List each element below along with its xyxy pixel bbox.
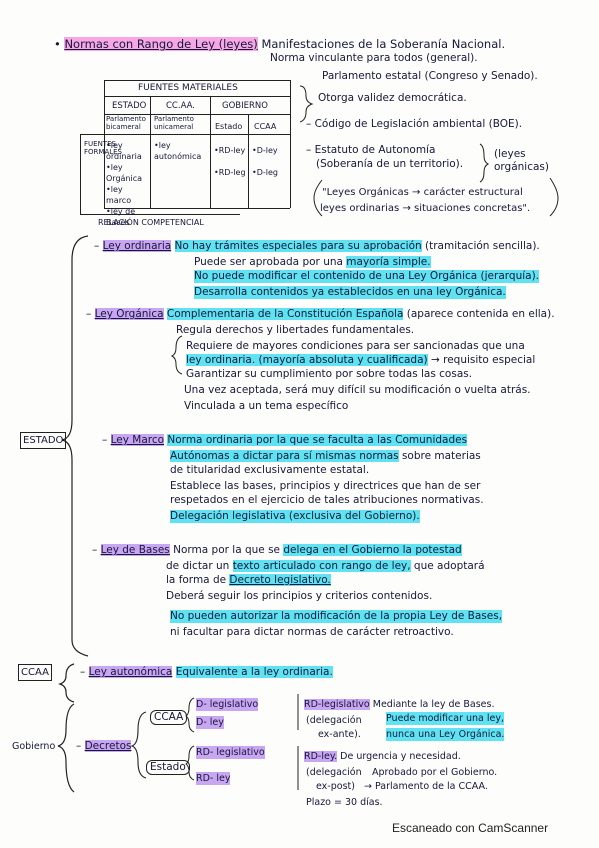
- decretos-heading: – Decretos: [76, 740, 132, 752]
- ley-autonomica: – Ley autonómica Equivalente a la ley or…: [80, 666, 333, 678]
- rdley-plazo: Plazo = 30 días.: [306, 797, 383, 808]
- rdleg-line1: RD-legislativo Mediante la ley de Bases.: [304, 699, 495, 710]
- ley-organica-l5: Garantizar su cumplimiento por sobre tod…: [186, 368, 473, 380]
- note-validez: Otorga validez democrática.: [318, 92, 467, 104]
- col-gobierno: GOBIERNO: [222, 101, 268, 111]
- estado-items: •ley ordinaria •ley Orgánica •ley marco …: [106, 141, 143, 227]
- note-codigo: – Código de Legislación ambiental (BOE).: [306, 118, 523, 130]
- ley-bases-l3: la forma de Decreto legislativo.: [166, 574, 331, 586]
- camscanner-footer: Escaneado con CamScanner: [392, 821, 549, 835]
- side-label: FUENTES FORMALES: [84, 140, 122, 156]
- title-rest: Manifestaciones de la Soberanía Nacional…: [261, 37, 506, 51]
- ley-organica-l7: Vinculada a un tema específico: [184, 400, 349, 412]
- rdleg-modificar: Puede modificar una ley,: [386, 712, 505, 725]
- ley-bases-l2: de dictar un texto articulado con rango …: [166, 560, 485, 572]
- rdleg-delegacion: (delegación: [306, 715, 362, 726]
- note-quote2: leyes ordinarias → situaciones concretas…: [320, 203, 531, 214]
- title-highlight: Normas con Rango de Ley (leyes): [64, 37, 258, 51]
- ley-marco-l4: Establece las bases, principios y direct…: [170, 480, 481, 492]
- ley-marco-l5: respetados en el ejercicio de tales atri…: [170, 494, 484, 506]
- sub-ccaa: Parlamento unicameral: [154, 115, 194, 131]
- bullet: •: [54, 37, 61, 51]
- note-estatuto: – Estatuto de Autonomía: [306, 144, 436, 156]
- estado-label: ESTADO: [20, 432, 67, 449]
- ley-bases-l6: ni facultar para dictar normas de caráct…: [170, 626, 454, 638]
- sub-gob-ccaa: CCAA: [254, 122, 277, 131]
- ley-marco-heading: – Ley Marco Norma ordinaria por la que s…: [102, 434, 468, 446]
- ley-bases-heading: – Ley de Bases Norma por la que se deleg…: [92, 544, 462, 556]
- sub-estado: Parlamento bicameral: [106, 115, 146, 131]
- col-estado: ESTADO: [112, 101, 147, 111]
- rdley-delegacion: (delegación: [306, 767, 362, 778]
- rdleg-nunca: nunca una Ley Orgánica.: [386, 728, 505, 741]
- note-leyes-organicas: (leyes orgánicas): [494, 148, 550, 173]
- ley-marco-l6: Delegación legislativa (exclusiva del Go…: [170, 510, 420, 523]
- ley-ordinaria-l2: Puede ser aprobada por una mayoría simpl…: [194, 256, 431, 268]
- ccaa-label: CCAA: [18, 664, 52, 681]
- gob-ccaa-items: •D-ley •D-leg: [252, 146, 278, 177]
- rdley-aprobado: Aprobado por el Gobierno.: [372, 767, 498, 778]
- col-ccaa: CC.AA.: [166, 101, 195, 111]
- rdley-expost: ex-post): [316, 781, 355, 792]
- note-parlamento: Parlamento estatal (Congreso y Senado).: [322, 70, 538, 82]
- sub-gob-estado: Estado: [215, 122, 243, 131]
- ley-bases-l5: No pueden autorizar la modificación de l…: [170, 610, 503, 623]
- ley-marco-l2: Autónomas a dictar para sí mismas normas…: [170, 450, 481, 462]
- table-title: FUENTES MATERIALES: [138, 83, 238, 93]
- note-soberania: (Soberanía de un territorio).: [316, 158, 464, 170]
- header-title: • Normas con Rango de Ley (leyes) Manife…: [54, 37, 506, 51]
- rdley-parlamento: → Parlamento de la CCAA.: [364, 781, 488, 792]
- ley-organica-heading: – Ley Orgánica Complementaria de la Cons…: [86, 308, 555, 320]
- ley-ordinaria-l4: Desarrolla contenidos ya establecidos en…: [194, 286, 506, 299]
- d-ley: D- ley: [196, 716, 224, 729]
- gobierno-estado: Estado: [146, 760, 190, 775]
- rdley-line1: RD-ley. De urgencia y necesidad.: [304, 751, 461, 762]
- ley-organica-l2: Regula derechos y libertades fundamental…: [176, 324, 415, 336]
- gobierno-ccaa: CCAA: [150, 710, 188, 725]
- rdleg-exante: ex-ante).: [318, 729, 361, 740]
- note-quote1: "Leyes Orgánicas → carácter estructural: [322, 187, 523, 198]
- table-footer: RELACIÓN COMPETENCIAL: [98, 218, 204, 227]
- rd-legislativo: RD- legislativo: [196, 746, 265, 759]
- ley-organica-l6: Una vez aceptada, será muy difícil su mo…: [184, 384, 531, 396]
- ley-organica-l3: Requiere de mayores condiciones para ser…: [186, 340, 525, 352]
- header-line2: Norma vinculante para todos (general).: [270, 52, 478, 64]
- gob-estado-items: •RD-ley •RD-leg: [214, 146, 246, 177]
- gobierno-label: Gobierno: [12, 741, 56, 752]
- ley-bases-l4: Deberá seguir los principios y criterios…: [166, 590, 433, 602]
- ley-ordinaria-l3: No puede modificar el contenido de una L…: [194, 270, 540, 283]
- rd-ley: RD- ley: [196, 772, 231, 785]
- d-legislativo: D- legislativo: [196, 698, 259, 711]
- ley-marco-l3: de titularidad exclusivamente estatal.: [170, 464, 370, 476]
- ley-ordinaria-heading: – Ley ordinaria No hay trámites especial…: [94, 240, 540, 252]
- ley-organica-l4: ley ordinaria. (mayoría absoluta y cuali…: [186, 354, 536, 366]
- ccaa-items: •ley autonómica: [154, 141, 202, 161]
